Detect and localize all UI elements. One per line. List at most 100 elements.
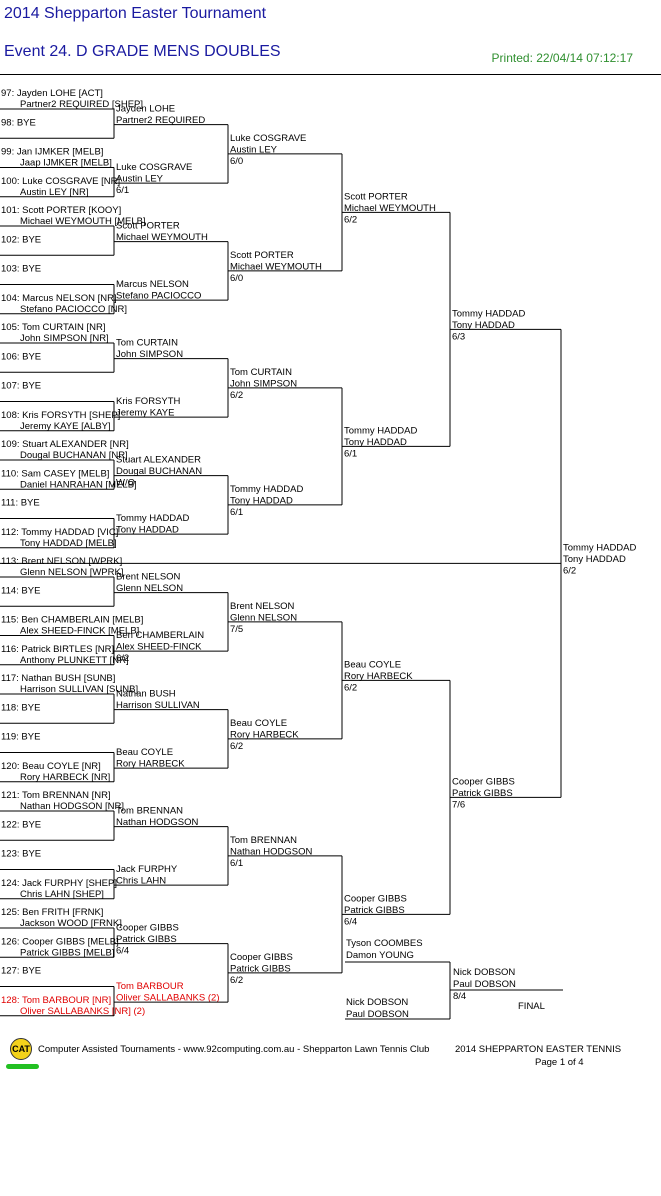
draw-entry: 108: Kris FORSYTH [SHEP]	[1, 410, 120, 421]
draw-entry: 118: BYE	[1, 702, 40, 713]
final-score: 8/4	[453, 991, 466, 1002]
match-winner-partner: Tony HADDAD	[563, 554, 626, 565]
draw-entry-partner: Michael WEYMOUTH [MELB]	[20, 216, 146, 227]
draw-entry-partner: Rory HARBECK [NR]	[20, 772, 110, 783]
match-winner-player: Scott PORTER	[230, 250, 294, 261]
match-winner-player: Tom BARBOUR	[116, 981, 184, 992]
match-score: 7/6	[452, 799, 465, 810]
final-partner: Paul DOBSON	[346, 1009, 409, 1020]
match-winner-player: Tom CURTAIN	[230, 367, 292, 378]
match-score: 6/2	[563, 565, 576, 576]
event-title: Event 24. D GRADE MENS DOUBLES	[4, 43, 281, 60]
draw-entry-partner: Glenn NELSON [WPRK]	[20, 567, 123, 578]
draw-entry: 112: Tommy HADDAD [VIC]	[1, 527, 118, 538]
match-winner-player: Cooper GIBBS	[230, 952, 293, 963]
draw-entry-partner: Nathan HODGSON [NR]	[20, 801, 124, 812]
match-winner-player: Tom BRENNAN	[116, 806, 183, 817]
draw-entry: 115: Ben CHAMBERLAIN [MELB]	[1, 615, 143, 626]
match-winner-partner: Rory HARBECK	[230, 729, 299, 740]
draw-entry-partner: Chris LAHN [SHEP]	[20, 889, 104, 900]
draw-entry: 127: BYE	[1, 966, 41, 977]
draw-entry: 105: Tom CURTAIN [NR]	[1, 322, 106, 333]
match-winner-player: Scott PORTER	[344, 191, 408, 202]
draw-entry-partner: Anthony PLUNKETT [NR]	[20, 655, 129, 666]
draw-entry-partner: Partner2 REQUIRED [SHEP]	[20, 99, 143, 110]
draw-bracket: 97: Jayden LOHE [ACT]Partner2 REQUIRED […	[0, 88, 637, 1020]
match-winner-partner: Patrick GIBBS	[344, 905, 405, 916]
match-winner-partner: Glenn NELSON	[116, 583, 183, 594]
match-winner-partner: Michael WEYMOUTH	[230, 261, 322, 272]
footer-event: 2014 SHEPPARTON EASTER TENNIS	[455, 1044, 622, 1055]
draw-entry: 99: Jan IJMKER [MELB]	[1, 147, 103, 158]
printed-timestamp: Printed: 22/04/14 07:12:17	[491, 51, 633, 65]
draw-entry-partner: Jaap IJMKER [MELB]	[20, 158, 112, 169]
draw-entry-partner: Tony HADDAD [MELB]	[20, 538, 117, 549]
match-score: 7/5	[230, 624, 243, 635]
match-winner-player: Beau COYLE	[230, 718, 287, 729]
match-score: 6/0	[230, 156, 243, 167]
draw-entry: 101: Scott PORTER [KOOY]	[1, 205, 121, 216]
match-winner-player: Cooper GIBBS	[452, 776, 515, 787]
draw-entry-partner: Jackson WOOD [FRNK]	[20, 918, 122, 929]
final-label: FINAL	[518, 1001, 545, 1012]
match-winner-partner: Chris LAHN	[116, 876, 166, 887]
match-winner-player: Brent NELSON	[116, 572, 181, 583]
match-winner-player: Stuart ALEXANDER	[116, 455, 201, 466]
match-winner-partner: Tony HADDAD	[452, 320, 515, 331]
draw-entry-partner: Jeremy KAYE [ALBY]	[20, 421, 111, 432]
match-winner-player: Tommy HADDAD	[230, 484, 304, 495]
draw-entry: 114: BYE	[1, 585, 40, 596]
match-winner-partner: Glenn NELSON	[230, 612, 297, 623]
draw-entry-partner: Harrison SULLIVAN [SUNB]	[20, 684, 138, 695]
cat-logo-icon: CAT	[10, 1038, 32, 1060]
draw-entry: 125: Ben FRITH [FRNK]	[1, 907, 103, 918]
draw-entry-partner: Oliver SALLABANKS [NR] (2)	[20, 1006, 145, 1017]
match-winner-partner: Stefano PACIOCCO	[116, 291, 201, 302]
match-score: 6/4	[344, 916, 357, 927]
match-winner-partner: Tony HADDAD	[116, 525, 179, 536]
match-winner-partner: Harrison SULLIVAN	[116, 700, 200, 711]
match-winner-partner: Rory HARBECK	[116, 759, 185, 770]
match-winner-player: Scott PORTER	[116, 221, 180, 232]
match-winner-player: Jack FURPHY	[116, 864, 178, 875]
match-score: 6/2	[344, 214, 357, 225]
match-winner-player: Beau COYLE	[116, 747, 173, 758]
match-winner-player: Tom CURTAIN	[116, 338, 178, 349]
match-winner-partner: Alex SHEED-FINCK	[116, 642, 202, 653]
draw-entry-partner: Dougal BUCHANAN [NR]	[20, 450, 128, 461]
draw-entry: 126: Cooper GIBBS [MELB]	[1, 936, 119, 947]
tournament-title: 2014 Shepparton Easter Tournament	[4, 5, 267, 22]
draw-entry: 110: Sam CASEY [MELB]	[1, 468, 109, 479]
final-player: Tyson COOMBES	[346, 938, 423, 949]
match-winner-player: Kris FORSYTH	[116, 396, 181, 407]
draw-entry: 104: Marcus NELSON [NR]	[1, 293, 117, 304]
match-winner-partner: Patrick GIBBS	[116, 934, 177, 945]
footer-credits: Computer Assisted Tournaments - www.92co…	[38, 1044, 430, 1055]
draw-entry: 128: Tom BARBOUR [NR]	[1, 995, 111, 1006]
match-winner-player: Cooper GIBBS	[116, 923, 179, 934]
match-score: 6/2	[230, 390, 243, 401]
draw-entry: 122: BYE	[1, 819, 41, 830]
match-winner-partner: Rory HARBECK	[344, 671, 413, 682]
match-winner-partner: Patrick GIBBS	[230, 963, 291, 974]
draw-entry: 109: Stuart ALEXANDER [NR]	[1, 439, 129, 450]
match-winner-partner: Partner2 REQUIRED	[116, 115, 205, 126]
match-score: 6/3	[452, 331, 465, 342]
footer-page: Page 1 of 4	[535, 1057, 584, 1068]
draw-entry: 124: Jack FURPHY [SHEP]	[1, 878, 117, 889]
final-winner-partner: Paul DOBSON	[453, 979, 516, 990]
match-winner-partner: Jeremy KAYE	[116, 408, 174, 419]
match-winner-player: Tommy HADDAD	[452, 308, 526, 319]
draw-entry: 113: Brent NELSON [WPRK]	[1, 556, 122, 567]
match-winner-player: Brent NELSON	[230, 601, 295, 612]
draw-entry-partner: Alex SHEED-FINCK [MELB]	[20, 626, 139, 637]
draw-entry: 119: BYE	[1, 732, 40, 743]
match-winner-partner: Tony HADDAD	[230, 495, 293, 506]
match-winner-player: Luke COSGRAVE	[230, 133, 306, 144]
match-score: 6/4	[116, 946, 129, 957]
match-winner-partner: Austin LEY	[230, 144, 278, 155]
match-score: 6/2	[230, 975, 243, 986]
match-winner-player: Jayden LOHE	[116, 104, 175, 115]
match-winner-player: Luke COSGRAVE	[116, 162, 192, 173]
draw-entry: 107: BYE	[1, 381, 41, 392]
